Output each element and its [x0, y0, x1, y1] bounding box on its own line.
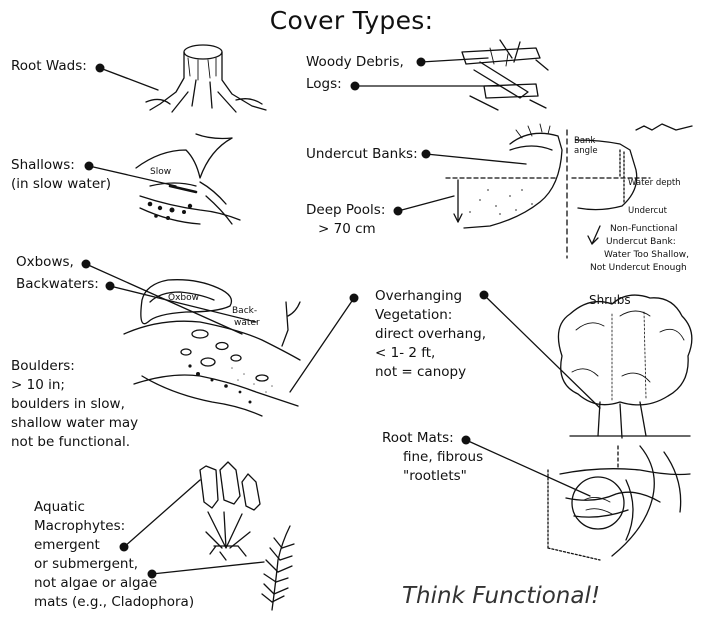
- label-boulders-2: > 10 in;: [11, 377, 65, 394]
- root-mats-drawing: [548, 446, 690, 560]
- label-aquatic-5: not algae or algae: [34, 575, 157, 592]
- label-deep-pools: Deep Pools:: [306, 202, 385, 219]
- label-overhanging-4: < 1- 2 ft,: [375, 345, 435, 362]
- label-deep-pools-depth: > 70 cm: [318, 221, 376, 238]
- shallows-drawing: [136, 134, 240, 224]
- label-boulders-3: boulders in slow,: [11, 396, 125, 413]
- label-woody-debris: Woody Debris,: [306, 54, 404, 71]
- label-root-mats-2: fine, fibrous: [403, 449, 483, 466]
- label-aquatic-4: or submergent,: [34, 556, 138, 573]
- label-logs: Logs:: [306, 76, 342, 93]
- label-boulders-1: Boulders:: [11, 358, 75, 375]
- label-boulders-4: shallow water may: [11, 415, 138, 432]
- label-aquatic-6: mats (e.g., Cladophora): [34, 594, 194, 611]
- page-title: Cover Types:: [0, 6, 703, 35]
- emergent-plant-drawing: [200, 462, 260, 560]
- label-overhanging-1: Overhanging: [375, 288, 462, 305]
- logs-drawing: [462, 40, 548, 110]
- label-root-wads: Root Wads:: [11, 58, 87, 75]
- label-nonfunctional-3: Water Too Shallow,: [604, 250, 689, 261]
- label-nonfunctional-1: Non-Functional: [610, 224, 678, 235]
- label-water-depth: Water depth: [628, 178, 681, 188]
- label-boulders-5: not be functional.: [11, 434, 130, 451]
- label-slow-tag: Slow: [150, 167, 171, 178]
- label-overhanging-3: direct overhang,: [375, 326, 486, 343]
- root-wad-drawing: [146, 45, 266, 112]
- label-root-mats-3: "rootlets": [403, 468, 467, 485]
- label-oxbows: Oxbows,: [16, 254, 74, 271]
- label-undercut-tag: Undercut: [628, 206, 667, 216]
- label-nonfunctional-2: Undercut Bank:: [606, 237, 676, 248]
- label-oxbow-tag: Oxbow: [168, 293, 199, 304]
- label-overhanging-5: not = canopy: [375, 364, 466, 381]
- undercut-bank-drawing: [446, 124, 562, 228]
- label-shrubs: Shrubs: [589, 292, 631, 309]
- oxbow-backwater-drawing: [124, 280, 300, 416]
- label-aquatic-1: Aquatic: [34, 499, 85, 516]
- label-backwater-tag: Back-: [232, 306, 257, 317]
- shrubs-drawing: [558, 295, 691, 470]
- label-aquatic-2: Macrophytes:: [34, 518, 125, 535]
- label-root-mats-1: Root Mats:: [382, 430, 454, 447]
- label-backwater-tag-2: water: [234, 318, 260, 329]
- motto: Think Functional!: [402, 583, 600, 609]
- label-shallows: Shallows:: [11, 157, 75, 174]
- label-nonfunctional-4: Not Undercut Enough: [590, 263, 687, 274]
- label-backwaters: Backwaters:: [16, 276, 99, 293]
- label-aquatic-3: emergent: [34, 537, 100, 554]
- label-overhanging-2: Vegetation:: [375, 307, 452, 324]
- leader-lines: [86, 58, 600, 574]
- label-shallows-sub: (in slow water): [11, 176, 111, 193]
- submergent-plant-drawing: [262, 526, 294, 610]
- label-undercut-banks: Undercut Banks:: [306, 146, 418, 163]
- label-bank-angle: Bank angle: [574, 136, 604, 156]
